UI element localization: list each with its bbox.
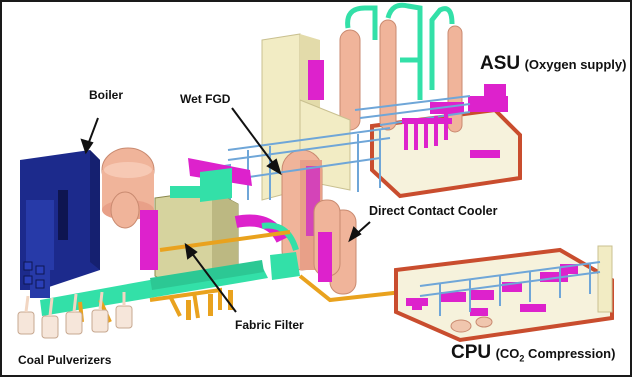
orange-supports (186, 290, 233, 320)
cpu-sub-pre: (CO (495, 346, 520, 361)
label-cpu: CPU (CO2 Compression) (451, 343, 615, 364)
label-cpu-subtitle: (CO2 Compression) (495, 346, 616, 364)
label-wet-fgd: Wet FGD (180, 92, 231, 106)
boiler-unit (20, 150, 100, 298)
asu-unit (339, 2, 522, 199)
fabric-filter-unit (110, 186, 239, 291)
cpu-unit (394, 245, 614, 343)
cpu-sub-subscript: 2 (519, 353, 525, 364)
cpu-sub-post: Compression) (524, 346, 616, 361)
label-asu-title: ASU (480, 53, 521, 74)
leader-lines (80, 107, 371, 313)
label-asu: ASU (Oxygen supply) (480, 54, 626, 73)
label-asu-subtitle: (Oxygen supply) (524, 57, 627, 72)
label-direct-contact-cooler: Direct Contact Cooler (369, 204, 498, 218)
label-boiler: Boiler (89, 88, 124, 102)
label-fabric-filter: Fabric Filter (235, 318, 304, 332)
label-coal-pulverizers: Coal Pulverizers (18, 353, 112, 367)
label-cpu-title: CPU (451, 342, 492, 363)
pulverizers (17, 291, 133, 339)
